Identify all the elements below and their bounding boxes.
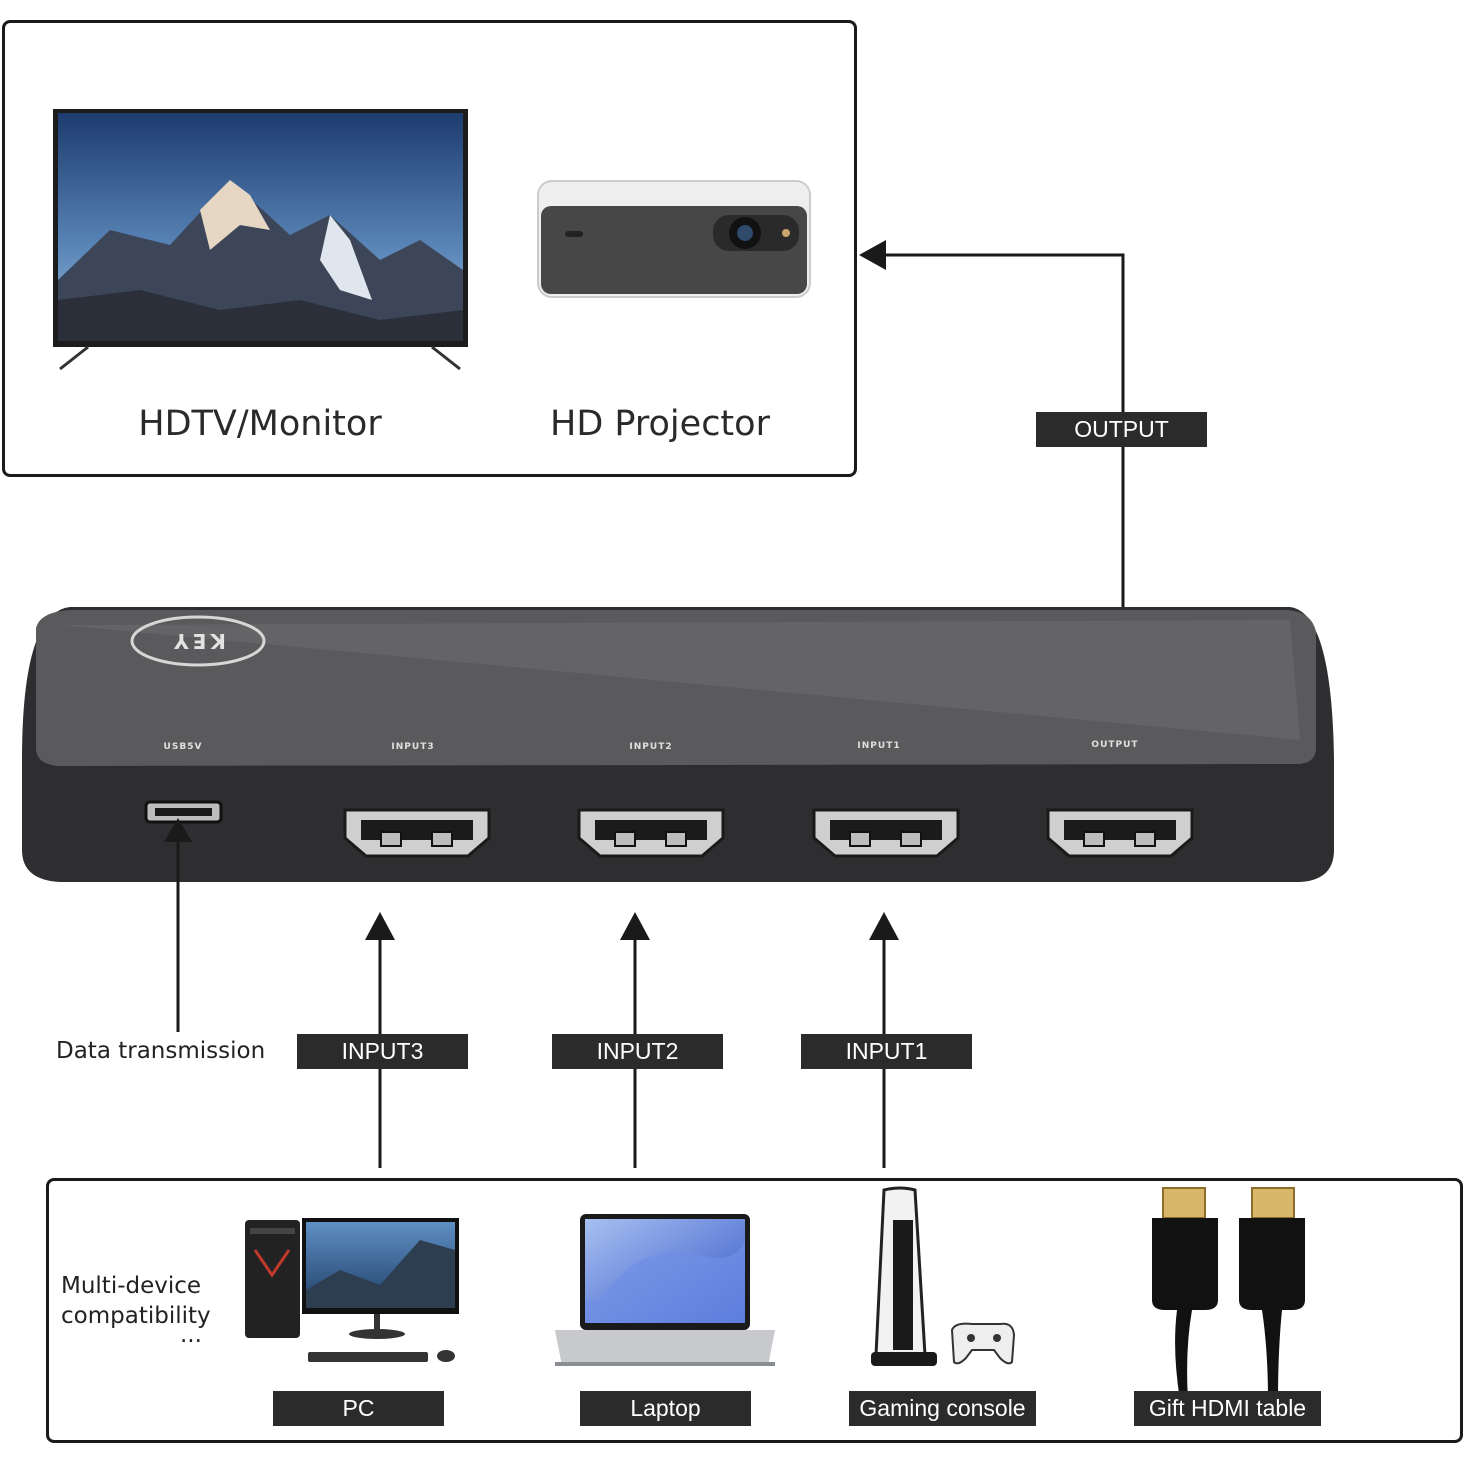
input1-tag: INPUT1 [801,1034,972,1069]
gaming-console-tag: Gaming console [849,1391,1036,1426]
port-label-input1: INPUT1 [857,741,901,751]
hdmi-cable-tag: Gift HDMI table [1134,1391,1321,1426]
projector-icon [537,180,811,298]
pc-tag: PC [273,1391,444,1426]
port-label-output: OUTPUT [1091,740,1139,750]
compat-ellipsis: ... [180,1322,202,1348]
port-label-input2: INPUT2 [629,742,673,752]
output-tag: OUTPUT [1036,412,1207,447]
hdtv-monitor-label: HDTV/Monitor [138,404,382,444]
port-label-usb5v: USB5V [163,742,203,752]
input2-tag: INPUT2 [552,1034,723,1069]
brand-text: KEY [170,629,226,653]
laptop-tag: Laptop [580,1391,751,1426]
output-connector [859,240,1125,770]
gaming-console-icon [871,1186,1016,1366]
port-label-input3: INPUT3 [391,742,435,752]
hdmi-switch-device [22,607,1334,882]
data-transmission-label: Data transmission [56,1038,266,1064]
switch-brand-logo: KEY [140,625,256,657]
compat-line-2: compatibility [61,1303,211,1329]
laptop-icon [555,1214,775,1366]
hdtv-monitor-icon [53,109,468,371]
input3-tag: INPUT3 [297,1034,468,1069]
hd-projector-label: HD Projector [550,404,770,444]
compat-line-1: Multi-device [61,1273,202,1299]
pc-icon [245,1218,459,1362]
hdmi-cable-icon [1152,1187,1305,1400]
